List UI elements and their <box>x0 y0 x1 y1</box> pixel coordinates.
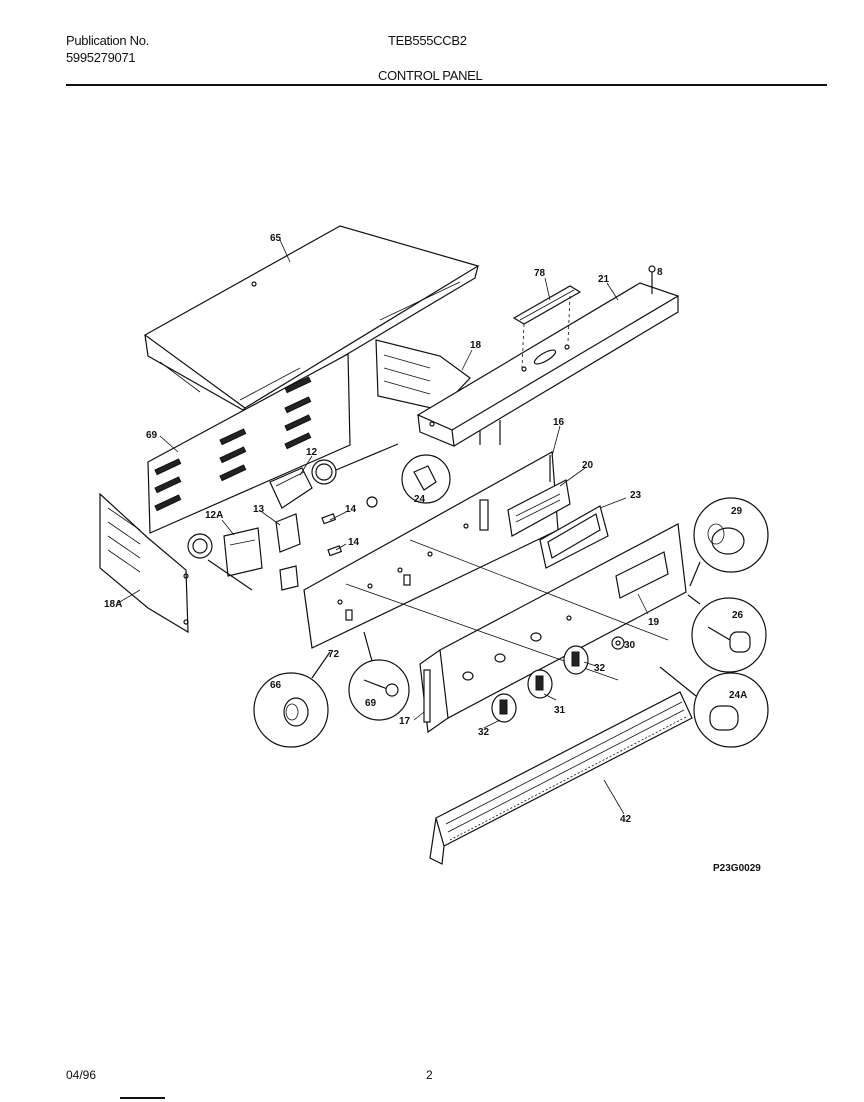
label-66: 66 <box>270 680 282 691</box>
header-divider <box>66 84 827 86</box>
label-24: 24 <box>414 494 426 505</box>
trim-piece-78 <box>512 285 582 369</box>
label-69: 69 <box>146 430 158 441</box>
label-19: 19 <box>648 617 660 628</box>
cover-panel-65 <box>143 225 480 413</box>
part-labels: 65 78 21 8 18 69 16 12 20 24 23 29 13 14… <box>104 233 761 874</box>
front-panel-19 <box>345 523 687 734</box>
callout-69 <box>348 631 410 721</box>
screw-8 <box>648 265 656 294</box>
label-8: 8 <box>657 267 663 278</box>
model-number: TEB555CCB2 <box>388 33 467 48</box>
publication-label: Publication No. <box>66 33 149 48</box>
label-14-a: 14 <box>345 504 357 515</box>
label-13: 13 <box>253 504 265 515</box>
section-title: CONTROL PANEL <box>378 68 483 83</box>
label-72: 72 <box>328 649 340 660</box>
label-20: 20 <box>582 460 594 471</box>
label-24A: 24A <box>729 690 747 701</box>
label-32-a: 32 <box>594 663 606 674</box>
side-bracket-18 <box>375 339 471 411</box>
label-31: 31 <box>554 705 566 716</box>
page-number: 2 <box>426 1068 433 1082</box>
catalog-code: P23G0029 <box>713 863 761 874</box>
switch-13 <box>275 513 301 591</box>
dial-knobs <box>491 645 589 723</box>
knob-24 <box>366 454 451 508</box>
label-42: 42 <box>620 814 632 825</box>
label-18A: 18A <box>104 599 122 610</box>
strip-17 <box>423 669 431 723</box>
washer-30 <box>611 636 625 650</box>
label-17: 17 <box>399 716 411 727</box>
label-12A: 12A <box>205 510 223 521</box>
control-unit-12 <box>269 443 399 509</box>
display-board-20 <box>507 479 571 537</box>
bezel-frame-23 <box>539 505 609 569</box>
label-21: 21 <box>598 274 610 285</box>
leader-lines <box>117 239 649 815</box>
trim-rail-42 <box>429 691 693 865</box>
callout-66 <box>253 651 331 748</box>
label-30: 30 <box>624 640 636 651</box>
vented-panel-69 <box>147 353 351 534</box>
trim-bar-21 <box>416 282 680 447</box>
callout-24A <box>659 666 769 748</box>
label-18: 18 <box>470 340 482 351</box>
publication-number: 5995279071 <box>66 50 136 65</box>
label-26: 26 <box>732 610 744 621</box>
footer-mark <box>120 1097 165 1099</box>
callout-26 <box>687 594 767 673</box>
label-65: 65 <box>270 233 282 244</box>
label-23: 23 <box>630 490 642 501</box>
side-bracket-18A <box>99 492 189 634</box>
clip-14 <box>321 513 343 557</box>
label-29: 29 <box>731 506 743 517</box>
label-16: 16 <box>553 417 565 428</box>
label-78: 78 <box>534 268 546 279</box>
label-69-b: 69 <box>365 698 377 709</box>
label-12: 12 <box>306 447 318 458</box>
label-32-b: 32 <box>478 727 490 738</box>
label-14-b: 14 <box>348 537 360 548</box>
footer-date: 04/96 <box>66 1068 97 1082</box>
callout-29 <box>689 497 769 587</box>
control-unit-12A <box>187 527 263 591</box>
